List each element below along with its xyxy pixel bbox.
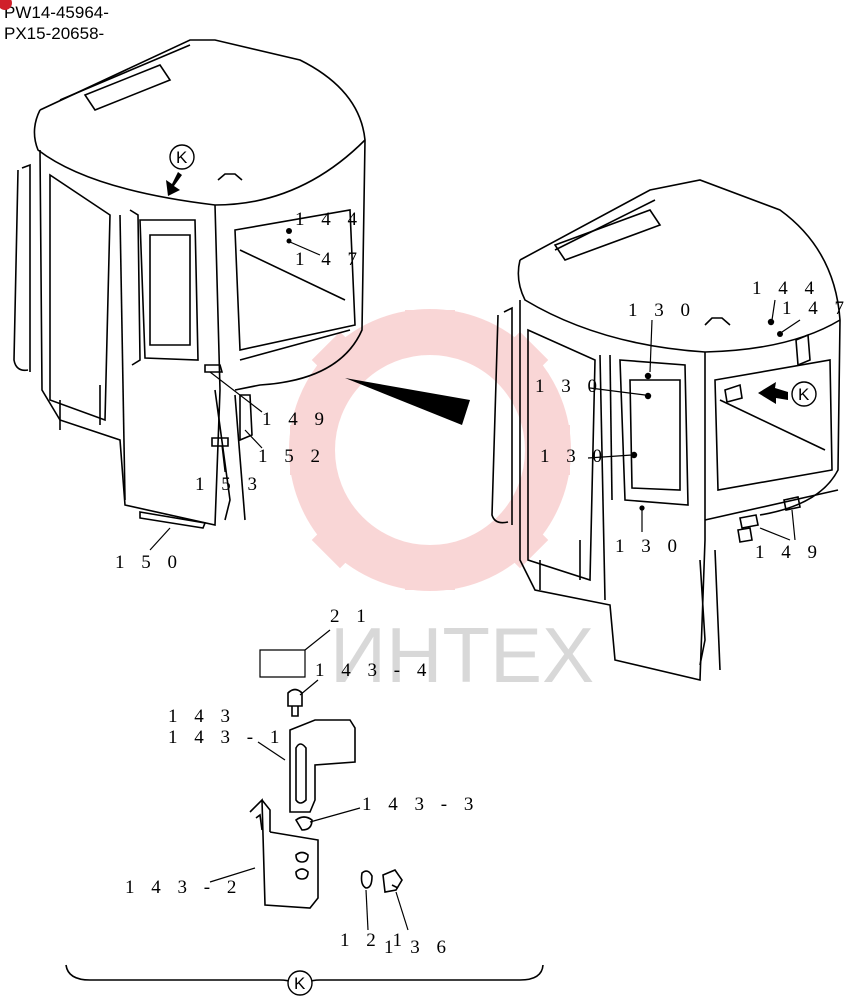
- part-number-line-2: PX15-20658-: [4, 24, 105, 43]
- leader-lines-left: [149, 229, 321, 551]
- label-150: 1 5 0: [115, 552, 183, 573]
- watermark-text: ИНТЕХ: [330, 611, 594, 699]
- view-k-letter-detail: K: [294, 974, 306, 993]
- label-121: 1 2 1: [340, 930, 408, 951]
- label-143-3: 1 4 3 - 3: [362, 794, 479, 815]
- view-k-arrow-right-icon: [758, 382, 788, 404]
- part-number-header: PW14-45964- PX15-20658-: [0, 0, 109, 44]
- label-130-lower: 1 3 0: [540, 446, 608, 467]
- label-152: 1 5 2: [258, 446, 326, 467]
- view-k-circle-left: [169, 144, 195, 170]
- cab-right-view: [491, 179, 841, 682]
- label-130-middle: 1 3 0: [535, 376, 603, 397]
- view-k-arrow-left-icon: [166, 172, 182, 196]
- label-130-top: 1 3 0: [628, 300, 696, 321]
- label-21: 2 1: [330, 606, 372, 627]
- label-143-1: 1 4 3 - 1: [168, 727, 285, 748]
- label-147-left: 1 4 7: [295, 249, 363, 270]
- label-130-bottom: 1 3 0: [615, 536, 683, 557]
- cab-left-view: [13, 39, 366, 529]
- view-k-letter-right: K: [798, 385, 810, 404]
- view-k-letter-left: K: [176, 148, 188, 167]
- leader-lines-right: [587, 299, 801, 541]
- leader-lines-detail: [209, 629, 409, 931]
- label-143: 1 4 3: [168, 706, 236, 727]
- label-143-4: 1 4 3 - 4: [315, 660, 432, 681]
- view-k-circle-detail: [287, 970, 313, 996]
- label-149-right: 1 4 9: [755, 542, 823, 563]
- label-144-right: 1 4 4: [752, 278, 820, 299]
- label-144-left: 1 4 4: [295, 209, 363, 230]
- view-k-circle-right: [791, 381, 817, 407]
- label-153: 1 5 3: [195, 474, 263, 495]
- red-dot-icon: [0, 0, 12, 10]
- label-147-right: 1 4 7: [782, 298, 850, 319]
- label-149-left: 1 4 9: [262, 409, 330, 430]
- label-136: 1 3 6: [384, 937, 452, 958]
- detail-k-parts: [249, 649, 403, 909]
- pointer-arrow-icon: [345, 378, 470, 425]
- label-143-2: 1 4 3 - 2: [125, 877, 242, 898]
- part-number-line-1: PW14-45964-: [4, 3, 109, 22]
